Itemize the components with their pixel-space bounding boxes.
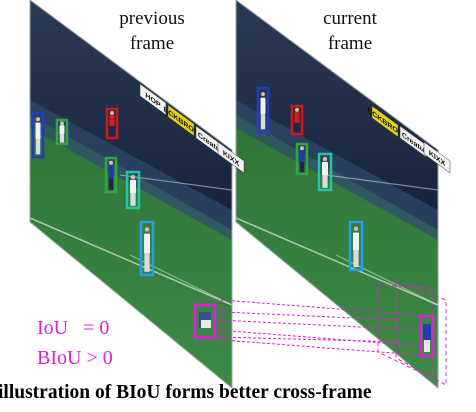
current-bbox-cyan [348, 220, 364, 272]
current-frame-heading-line1: current [323, 8, 377, 29]
previous-frame-heading-line1: previous [119, 8, 185, 29]
current-frame-border [235, 0, 439, 390]
current-outer-expanded-box [395, 279, 447, 386]
previous-bbox-blue [31, 111, 45, 159]
current-bbox-teal [317, 152, 333, 192]
cross-frame-link-line [221, 339, 433, 357]
previous-frame-border [29, 0, 233, 390]
previous-frame-heading-line2: frame [129, 33, 175, 54]
cross-frame-link-line [217, 336, 405, 343]
current-expanded-box [377, 284, 433, 379]
current-player-box [256, 86, 270, 134]
previous-player-box [139, 220, 155, 277]
legend-iou: IoU = 0 [37, 317, 110, 339]
previous-player-box [104, 156, 118, 194]
current-player-box [317, 152, 333, 192]
previous-target-player [199, 312, 211, 328]
previous-player-box [105, 107, 119, 140]
cross-frame-link-line [217, 329, 422, 347]
previous-bbox-red [105, 107, 119, 140]
current-player-box [295, 142, 309, 176]
previous-target-box [193, 303, 217, 339]
current-frame-image [236, 0, 438, 388]
figure-caption: illustration of BIoU forms better cross-… [0, 382, 372, 403]
previous-frame-heading: previous frame [92, 6, 212, 56]
current-bbox-blue [256, 86, 270, 134]
current-bbox-green [295, 142, 309, 176]
previous-bbox-cyan [139, 220, 155, 277]
previous-bbox-green [55, 118, 69, 146]
previous-player-box [55, 118, 69, 146]
previous-player-box [31, 111, 45, 159]
current-frame-heading-line2: frame [327, 33, 373, 54]
previous-player-box [125, 170, 141, 210]
previous-expanded-box [195, 299, 223, 341]
current-frame-heading: current frame [290, 6, 410, 56]
current-target-player [423, 324, 431, 352]
current-player-box [290, 104, 304, 136]
legend-biou: BIoU > 0 [37, 347, 113, 369]
previous-bbox-green [104, 156, 118, 194]
current-bbox-red [290, 104, 304, 136]
cross-frame-link-line [217, 319, 422, 331]
current-player-box [348, 220, 364, 272]
previous-bbox-teal [125, 170, 141, 210]
